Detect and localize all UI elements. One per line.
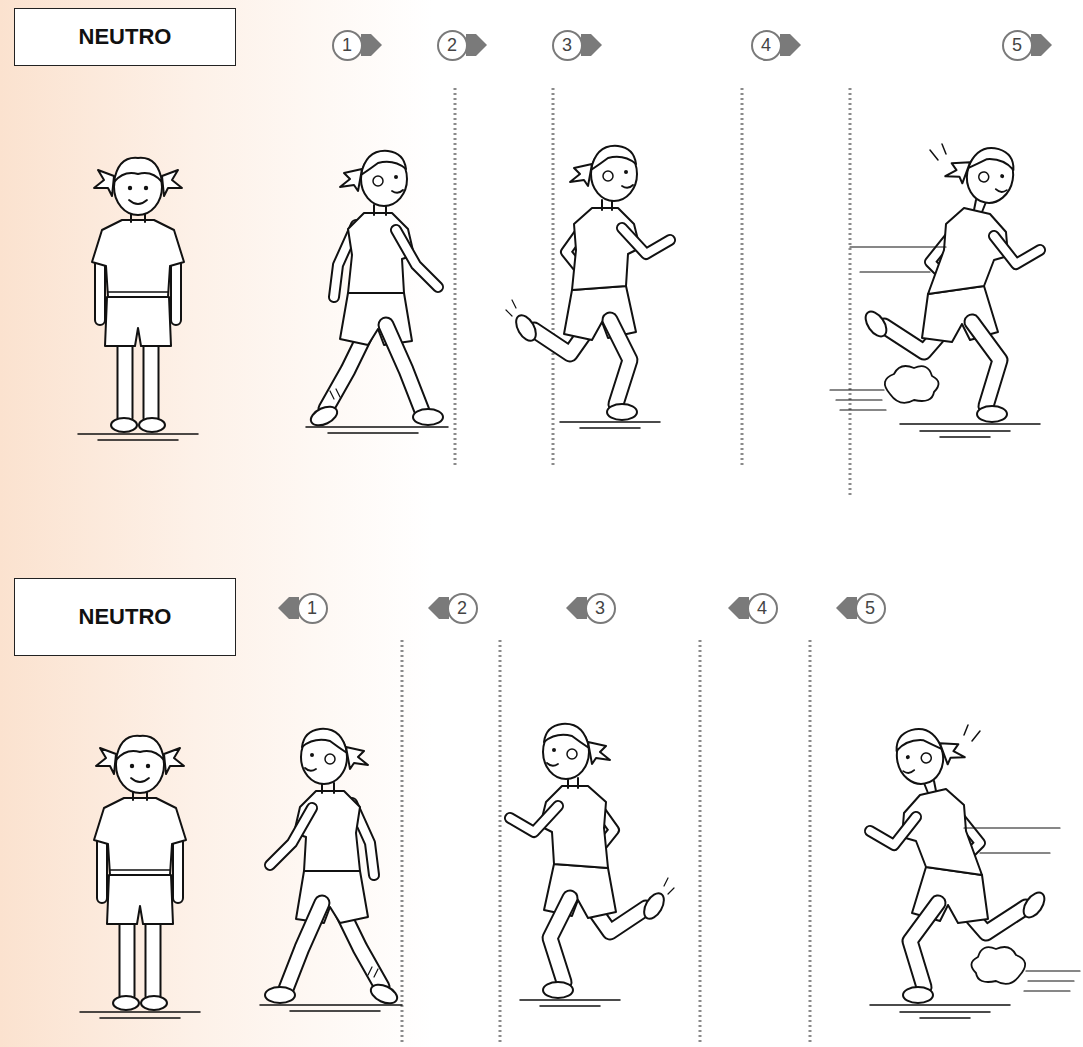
- direction-arrow: [277, 595, 299, 621]
- step-number: 2: [447, 593, 478, 624]
- box-label: NEUTRO: [79, 24, 172, 50]
- callout-number: 2: [457, 599, 467, 617]
- callout-number: 2: [447, 36, 457, 54]
- running-girl: [830, 141, 1040, 437]
- step-number: 5: [1002, 30, 1033, 61]
- box-label: NEUTRO: [79, 604, 172, 630]
- callout-number: 3: [562, 36, 572, 54]
- standing-girl: [78, 158, 198, 440]
- step-number: 4: [751, 30, 782, 61]
- walking-girl: [306, 151, 448, 433]
- callout-number: 4: [761, 36, 771, 54]
- direction-arrow: [780, 32, 802, 58]
- step-number: 2: [437, 30, 468, 61]
- label-box: NEUTRO: [14, 578, 236, 656]
- callout-number: 1: [307, 599, 317, 617]
- callout-number: 4: [757, 599, 767, 617]
- walking-girl: [260, 729, 402, 1011]
- callout-number: 5: [865, 599, 875, 617]
- direction-arrow: [835, 595, 857, 621]
- jogging-girl: [506, 146, 670, 428]
- step-number: 1: [332, 30, 363, 61]
- direction-arrow: [581, 32, 603, 58]
- callout-number: 1: [342, 36, 352, 54]
- running-girl: [870, 722, 1080, 1018]
- label-box: NEUTRO: [14, 8, 236, 66]
- jogging-girl: [510, 724, 674, 1006]
- standing-girl: [80, 736, 200, 1018]
- step-number: 5: [855, 593, 886, 624]
- direction-arrow: [466, 32, 488, 58]
- direction-arrow: [427, 595, 449, 621]
- callout-number: 5: [1012, 36, 1022, 54]
- direction-arrow: [361, 32, 383, 58]
- direction-arrow: [727, 595, 749, 621]
- direction-arrow: [565, 595, 587, 621]
- step-number: 3: [552, 30, 583, 61]
- step-number: 4: [747, 593, 778, 624]
- step-number: 1: [297, 593, 328, 624]
- step-number: 3: [585, 593, 616, 624]
- separator-lines: [402, 88, 850, 1042]
- direction-arrow: [1031, 32, 1053, 58]
- callout-number: 3: [595, 599, 605, 617]
